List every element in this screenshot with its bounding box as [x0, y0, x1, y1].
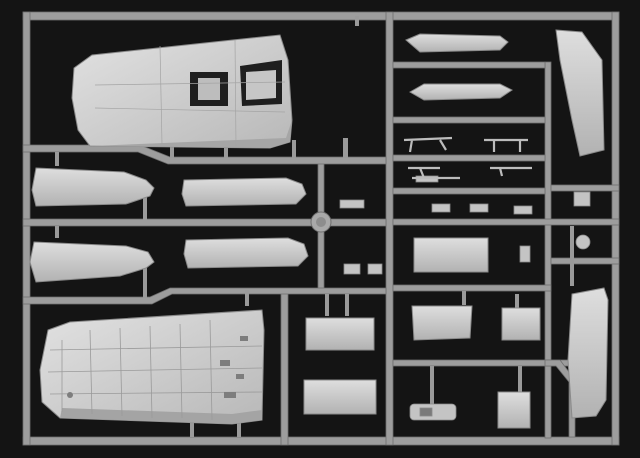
fairing-parts	[181, 177, 309, 269]
stabilizer-parts	[29, 167, 155, 283]
linkage-parts	[403, 136, 532, 180]
nacelle-parts	[405, 33, 513, 101]
sprue-gates	[55, 16, 574, 437]
sprue-frame	[22, 11, 620, 446]
sprue-hub	[310, 211, 332, 233]
rectangular-panels	[303, 237, 541, 429]
wing-upper-left	[71, 34, 293, 149]
wing-lower-left	[39, 309, 265, 425]
small-parts	[339, 175, 591, 421]
vertical-panels	[555, 29, 609, 419]
